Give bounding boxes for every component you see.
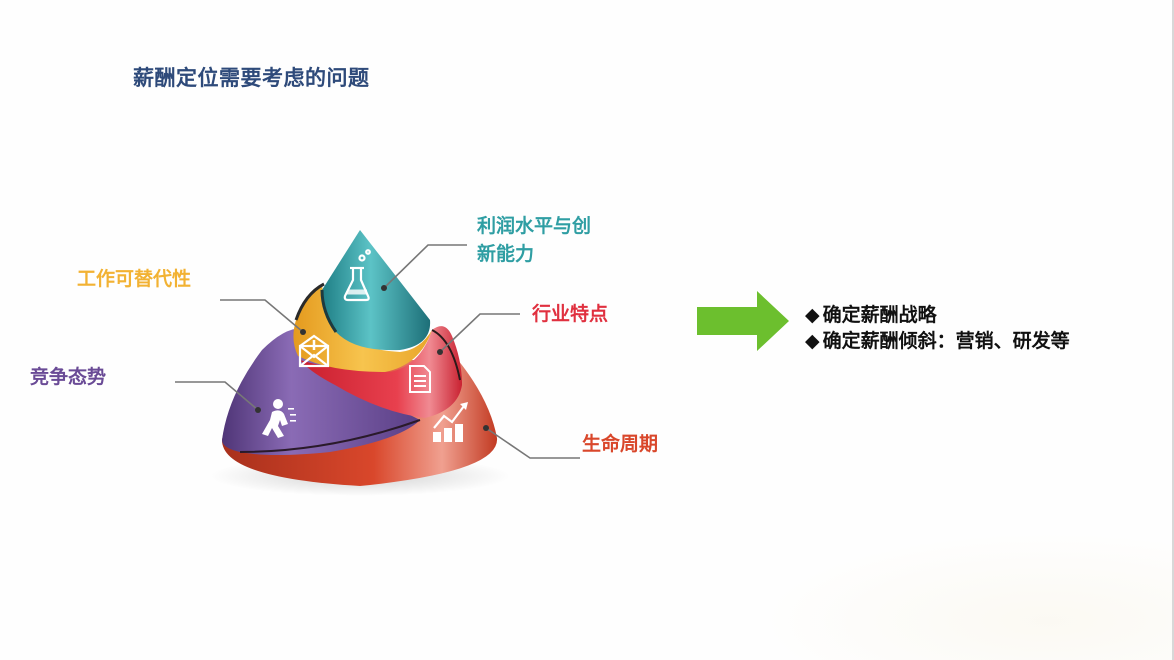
background-fade [754,530,1174,660]
leader-lines [175,244,580,459]
conclusion-item: ◆确定薪酬倾斜：营销、研发等 [805,328,1070,354]
right-arrow-icon [697,291,789,351]
flask-icon [343,249,371,302]
conclusion-text: 确定薪酬战略 [822,304,937,326]
segment-profit [322,230,431,351]
conclusion-text: 确定薪酬倾斜：营销、研发等 [822,330,1070,352]
label-profit-line1: 利润水平与创 [477,215,592,237]
label-industry: 行业特点 [532,303,609,325]
diamond-bullet-icon: ◆ [805,304,820,326]
running-person-icon [262,399,296,438]
segment-industry [300,326,462,418]
conclusion-item: ◆确定薪酬战略 [805,302,1070,328]
conclusion-list: ◆确定薪酬战略 ◆确定薪酬倾斜：营销、研发等 [805,302,1070,354]
document-icon [409,365,431,393]
diamond-bullet-icon: ◆ [805,330,820,352]
page-title: 薪酬定位需要考虑的问题 [133,66,370,90]
label-substitutability: 工作可替代性 [77,268,192,290]
bar-chart-growth-icon [433,402,468,442]
label-lifecycle: 生命周期 [582,433,659,455]
label-profit-innovation: 利润水平与创 新能力 [477,212,591,268]
slide-edge [1172,0,1174,660]
label-competition: 竞争态势 [30,366,107,388]
label-profit-line2: 新能力 [477,243,535,265]
envelope-icon [298,334,330,368]
